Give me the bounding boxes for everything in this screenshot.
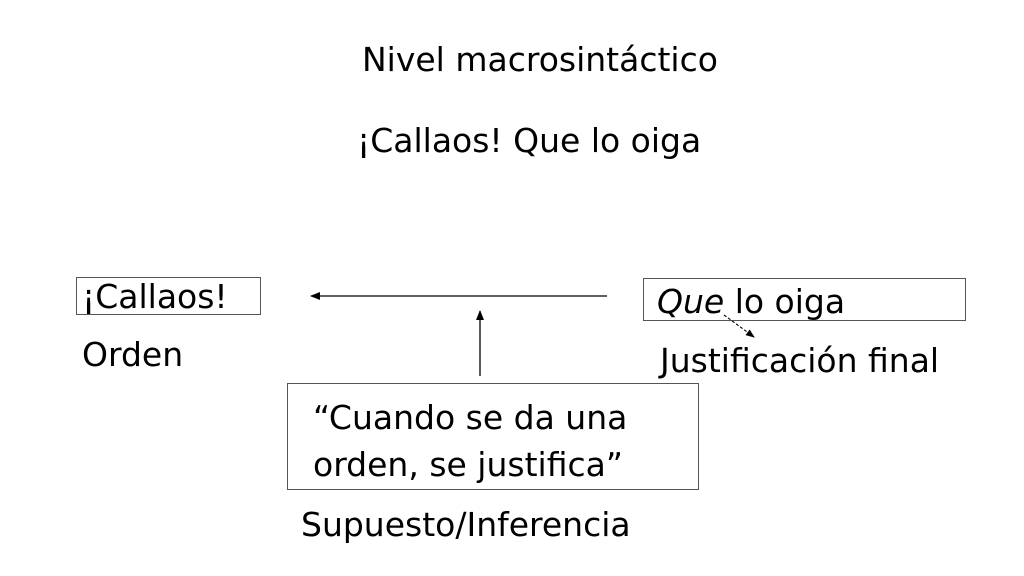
justification-box (643, 278, 966, 321)
justification-connector-word: Que (657, 282, 725, 321)
assumption-box (287, 383, 699, 490)
order-label: Orden (82, 335, 184, 374)
order-box-text: ¡Callaos! (82, 277, 228, 316)
diagram-title: Nivel macrosintáctico (362, 40, 718, 79)
assumption-text-line2: orden, se justifica” (313, 445, 623, 484)
order-box (76, 277, 261, 315)
justification-box-text: Que lo oiga (657, 285, 845, 318)
justification-rest-text: lo oiga (724, 282, 846, 321)
assumption-text-line1: “Cuando se da una (313, 398, 628, 437)
example-sentence: ¡Callaos! Que lo oiga (357, 121, 702, 160)
assumption-label: Supuesto/Inferencia (301, 505, 631, 544)
justification-label: Justificación final (660, 341, 940, 380)
